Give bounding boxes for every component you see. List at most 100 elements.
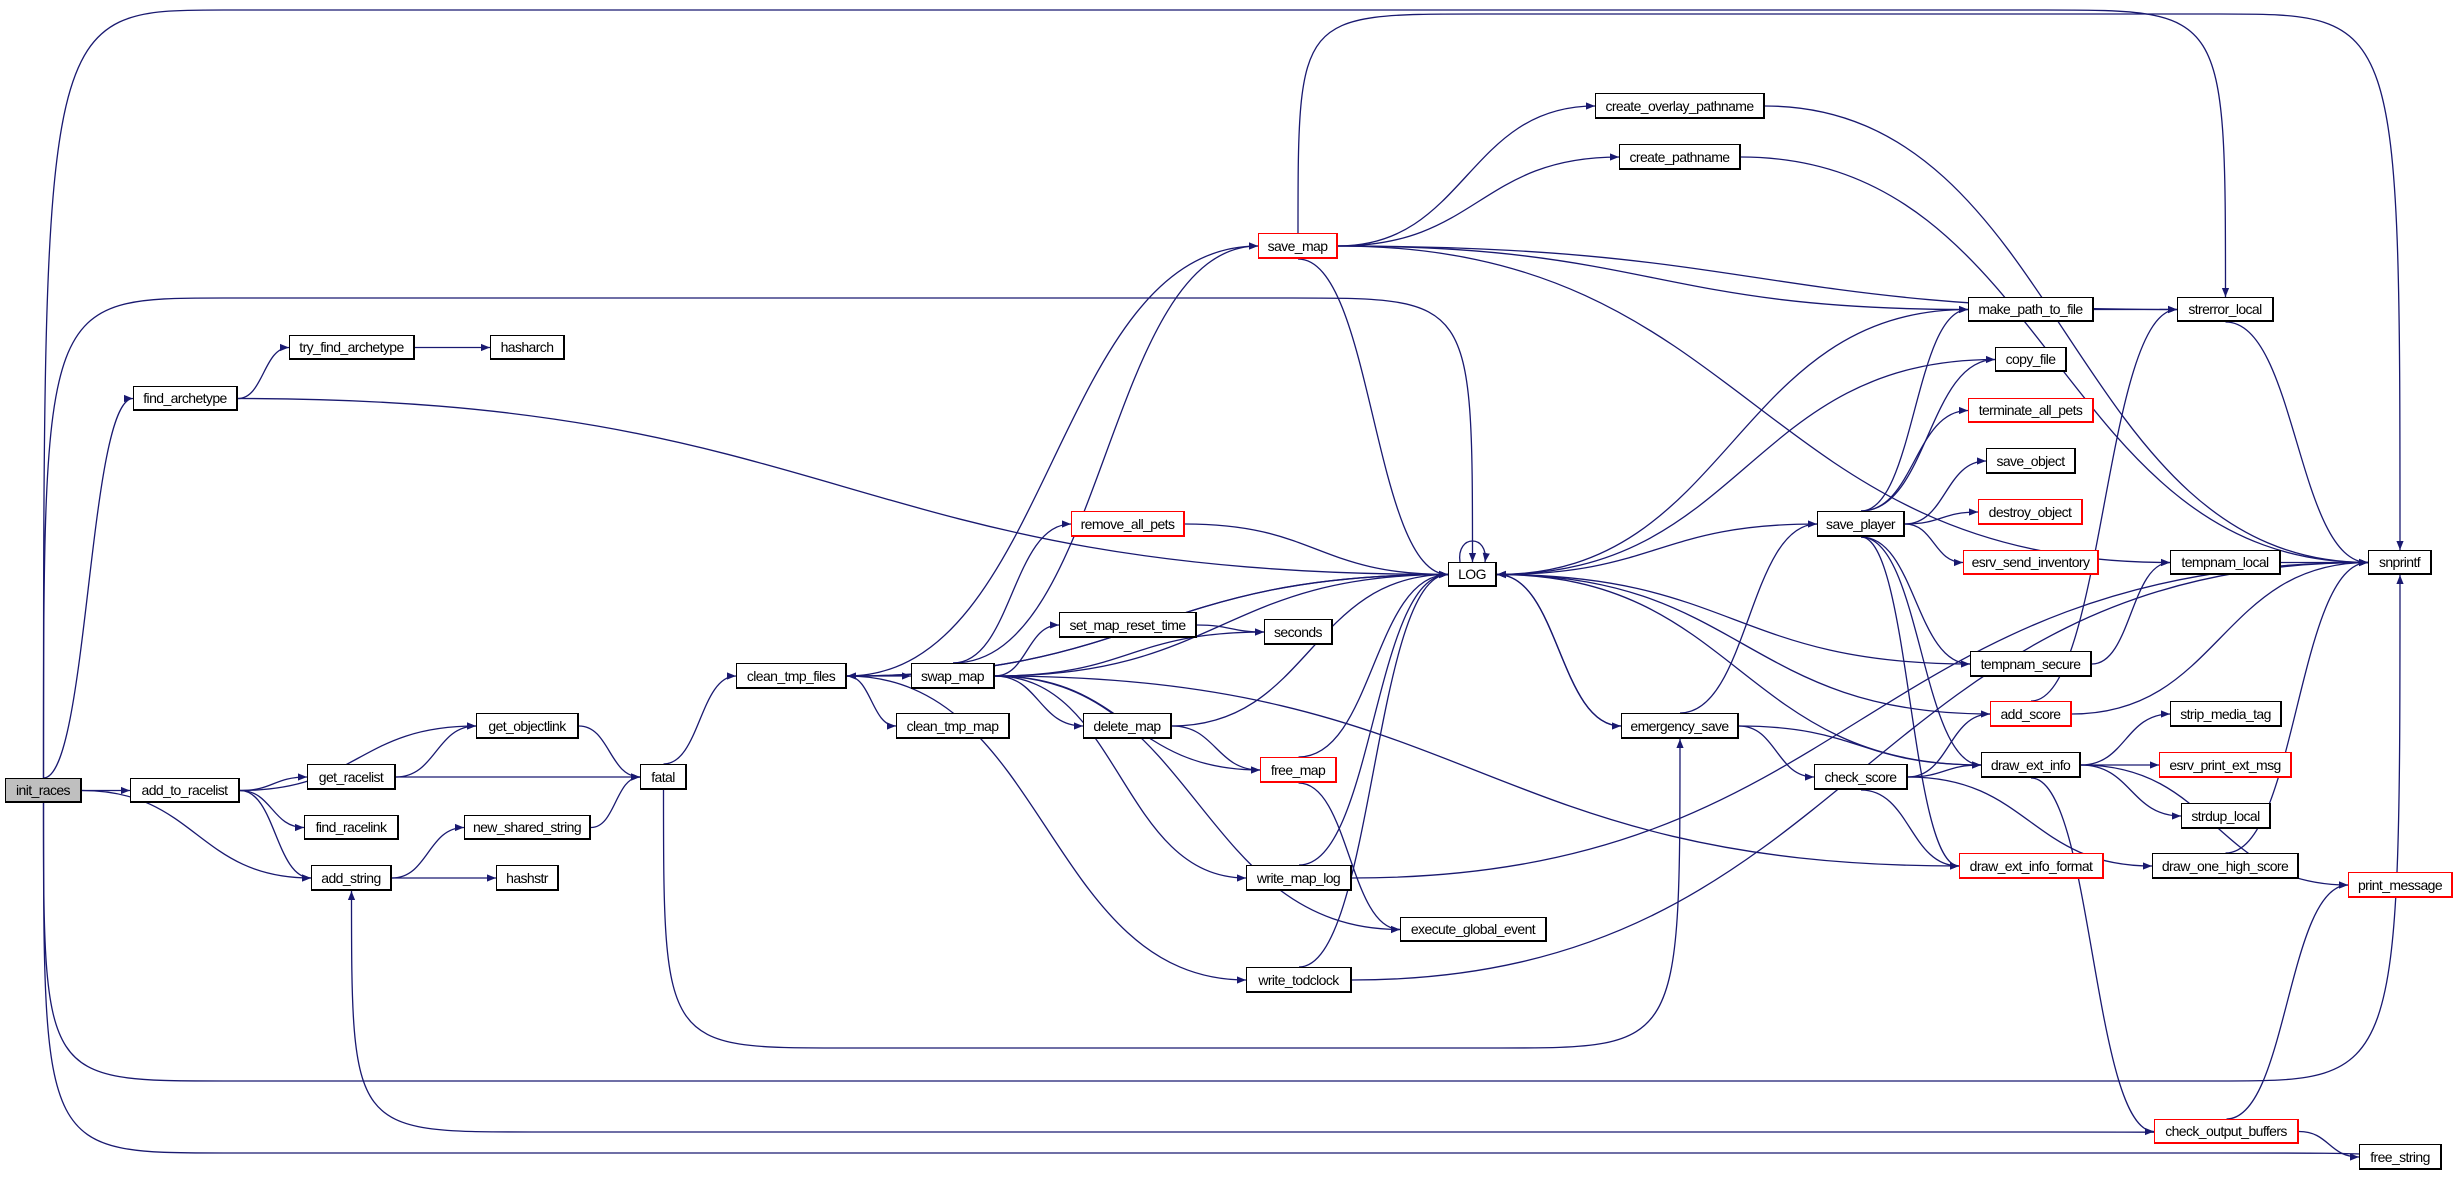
edge-draw-ext-info-to-strip-media-tag [2080, 710, 2171, 766]
edge-save-map-to-create-overlay-pathname [1337, 102, 1596, 247]
edge-free-map-to-execute-global-event [1298, 782, 1401, 934]
node-seconds[interactable]: seconds [1264, 619, 1333, 645]
edge-draw-one-high-score-to-snprintf [2225, 558, 2369, 854]
node-new-shared-string[interactable]: new_shared_string [464, 815, 591, 840]
edge-save-player-to-terminate-all-pets [1860, 406, 1969, 512]
edge-swap-map-to-seconds [994, 628, 1265, 677]
node-find-archetype[interactable]: find_archetype [133, 386, 238, 411]
node-add-to-racelist[interactable]: add_to_racelist [130, 778, 240, 803]
edge-tempnam-secure-to-LOG [1496, 570, 1971, 665]
node-get-racelist[interactable]: get_racelist [307, 764, 396, 790]
edge-write-map-log-to-snprintf [1351, 558, 2369, 879]
edge-write-todclock-to-LOG [1298, 570, 1449, 968]
edge-set-map-reset-time-to-seconds [1196, 624, 1265, 636]
edge-save-player-to-tempnam-secure [1860, 536, 1971, 668]
edge-add-score-to-LOG [1496, 570, 1991, 715]
node-hashstr[interactable]: hashstr [496, 865, 559, 891]
edge-LOG-to-LOG [1459, 540, 1490, 563]
node-esrv-print-ext-msg[interactable]: esrv_print_ext_msg [2159, 752, 2292, 778]
node-strdup-local[interactable]: strdup_local [2181, 803, 2271, 829]
edge-add-string-to-new-shared-string [391, 823, 465, 879]
node-swap-map[interactable]: swap_map [911, 663, 995, 689]
node-fatal[interactable]: fatal [640, 764, 687, 790]
edge-delete-map-to-LOG [1171, 570, 1449, 727]
node-save-object[interactable]: save_object [1986, 448, 2076, 474]
edge-add-to-racelist-to-get-objectlink [239, 722, 477, 792]
node-print-message[interactable]: print_message [2348, 872, 2453, 898]
edge-check-output-buffers-to-add-string [347, 890, 2228, 1145]
edge-save-map-to-LOG [1297, 258, 1449, 579]
node-strip-media-tag[interactable]: strip_media_tag [2170, 701, 2282, 727]
edge-init-races-to-snprintf [42, 574, 2404, 1082]
edge-strerror-local-to-snprintf [2225, 321, 2369, 567]
edge-save-player-to-destroy-object [1904, 508, 1979, 525]
node-try-find-archetype[interactable]: try_find_archetype [289, 335, 415, 360]
edge-draw-ext-info-to-check-output-buffers [2030, 777, 2155, 1136]
node-delete-map[interactable]: delete_map [1083, 713, 1172, 739]
edge-swap-map-to-write-map-log [994, 675, 1247, 882]
node-save-map[interactable]: save_map [1258, 233, 1338, 259]
node-draw-ext-info-format[interactable]: draw_ext_info_format [1959, 853, 2104, 879]
node-get-objectlink[interactable]: get_objectlink [476, 713, 579, 739]
node-save-player[interactable]: save_player [1817, 511, 1905, 537]
edge-check-output-buffers-to-print-message [2226, 881, 2349, 1120]
node-set-map-reset-time[interactable]: set_map_reset_time [1059, 612, 1197, 638]
edge-emergency-save-to-check-score [1738, 725, 1815, 781]
edge-save-player-to-save-object [1904, 457, 1987, 525]
edge-get-racelist-to-get-objectlink [395, 722, 477, 778]
node-check-score[interactable]: check_score [1814, 764, 1908, 790]
node-LOG[interactable]: LOG [1448, 562, 1497, 587]
edge-add-to-racelist-to-get-racelist [239, 773, 308, 792]
node-esrv-send-inventory[interactable]: esrv_send_inventory [1963, 550, 2099, 575]
node-terminate-all-pets[interactable]: terminate_all_pets [1968, 398, 2094, 423]
node-add-string[interactable]: add_string [311, 865, 392, 891]
edge-find-archetype-to-LOG [237, 397, 1449, 579]
edge-new-shared-string-to-fatal [590, 773, 641, 829]
node-write-map-log[interactable]: write_map_log [1246, 865, 1352, 891]
node-create-overlay-pathname[interactable]: create_overlay_pathname [1595, 93, 1765, 119]
node-draw-one-high-score[interactable]: draw_one_high_score [2152, 853, 2299, 879]
edge-save-player-to-esrv-send-inventory [1904, 523, 1964, 567]
node-init-races[interactable]: init_races [5, 778, 82, 803]
edge-emergency-save-to-draw-ext-info [1738, 725, 1982, 769]
edge-add-score-to-snprintf [2071, 558, 2369, 715]
edge-clean-tmp-files-to-save-map [846, 242, 1259, 677]
edge-tempnam-secure-to-tempnam-local [2091, 558, 2171, 665]
node-copy-file[interactable]: copy_file [1995, 347, 2067, 372]
edge-save-player-to-copy-file [1860, 355, 1996, 512]
node-execute-global-event[interactable]: execute_global_event [1400, 917, 1547, 942]
node-write-todclock[interactable]: write_todclock [1246, 967, 1352, 993]
node-draw-ext-info[interactable]: draw_ext_info [1981, 752, 2081, 778]
edge-init-races-to-add-string [81, 789, 312, 882]
node-clean-tmp-files[interactable]: clean_tmp_files [736, 663, 847, 689]
node-find-racelink[interactable]: find_racelink [304, 815, 399, 840]
node-add-score[interactable]: add_score [1990, 701, 2072, 727]
edge-save-map-to-create-pathname [1337, 153, 1620, 247]
edge-check-score-to-add-score [1907, 710, 1991, 778]
node-make-path-to-file[interactable]: make_path_to_file [1968, 297, 2094, 322]
edge-emergency-save-to-save-player [1679, 520, 1818, 714]
node-tempnam-local[interactable]: tempnam_local [2170, 550, 2281, 575]
node-free-string[interactable]: free_string [2359, 1144, 2442, 1170]
edge-swap-map-to-set-map-reset-time [994, 621, 1060, 677]
node-check-output-buffers[interactable]: check_output_buffers [2154, 1119, 2299, 1144]
node-strerror-local[interactable]: strerror_local [2177, 297, 2274, 322]
edge-swap-map-to-execute-global-event [994, 675, 1401, 934]
node-remove-all-pets[interactable]: remove_all_pets [1071, 511, 1185, 537]
edge-save-player-to-make-path-to-file [1860, 305, 1969, 512]
edge-swap-map-to-save-map [952, 242, 1259, 664]
edge-draw-ext-info-to-LOG [1496, 570, 1982, 766]
node-create-pathname[interactable]: create_pathname [1619, 144, 1741, 170]
node-destroy-object[interactable]: destroy_object [1978, 499, 2083, 525]
edge-save-map-to-make-path-to-file [1337, 245, 1969, 314]
node-emergency-save[interactable]: emergency_save [1621, 713, 1739, 739]
edge-remove-all-pets-to-LOG [1184, 523, 1449, 579]
node-tempnam-secure[interactable]: tempnam_secure [1970, 651, 2092, 677]
node-clean-tmp-map[interactable]: clean_tmp_map [896, 713, 1010, 739]
edge-init-races-to-LOG [42, 297, 1477, 779]
node-hasharch[interactable]: hasharch [490, 335, 565, 360]
edge-check-score-to-draw-one-high-score [1907, 776, 2153, 870]
node-free-map[interactable]: free_map [1260, 757, 1337, 783]
node-snprintf[interactable]: snprintf [2368, 550, 2432, 575]
